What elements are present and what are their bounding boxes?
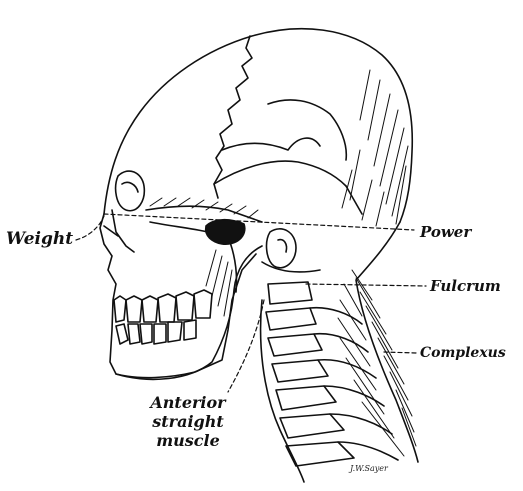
cranial-shading	[342, 70, 408, 226]
leader-lines	[76, 214, 426, 392]
skull-outline	[104, 29, 412, 222]
fulcrum-leader	[306, 284, 426, 286]
power-label: Power	[420, 225, 471, 240]
nasal-bone	[112, 210, 134, 252]
artist-signature: J.W.Sayer	[350, 464, 388, 473]
anterior-label-line3: muscle	[118, 431, 258, 450]
mastoid-process	[267, 229, 296, 268]
mandible	[116, 246, 262, 379]
muscle-hatching	[338, 270, 416, 456]
atlas	[268, 282, 312, 304]
anterior-label-line2: straight	[118, 412, 258, 431]
anterior-straight-muscle-label: Anterior straight muscle	[118, 393, 258, 450]
temporal-suture	[214, 161, 346, 186]
anterior-leader	[228, 300, 264, 392]
complexus-label: Complexus	[420, 346, 506, 360]
orbit	[116, 171, 145, 211]
weight-label: Weight	[6, 231, 73, 248]
anterior-label-line1: Anterior	[118, 393, 258, 412]
fulcrum-label: Fulcrum	[430, 279, 501, 294]
teeth	[114, 290, 212, 344]
